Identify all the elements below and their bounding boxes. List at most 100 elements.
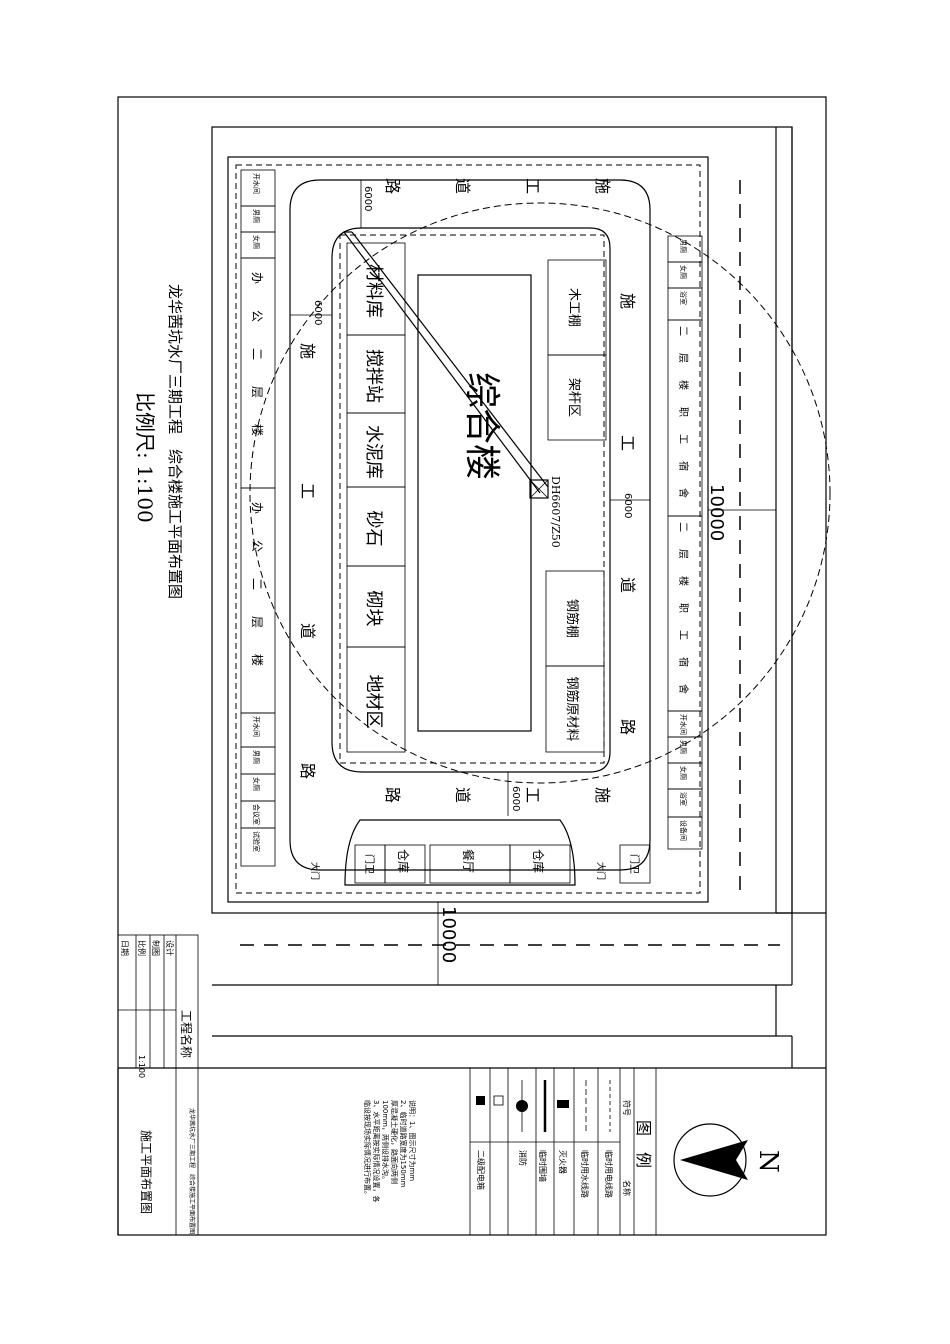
tb-scale-value: 1:100 xyxy=(137,1055,146,1078)
road-label-right: 道 xyxy=(618,577,637,593)
site-boundary xyxy=(211,126,793,914)
legend-item-label: 临时围墙 xyxy=(538,1150,548,1182)
building-label: 综合楼 xyxy=(461,372,502,480)
office-label: 楼 xyxy=(250,424,265,436)
dorm-label: 职 xyxy=(677,407,689,417)
site-fence xyxy=(227,156,709,903)
road-label-left: 工 xyxy=(298,483,317,499)
shop-room xyxy=(384,844,426,884)
sheet-frame xyxy=(117,96,827,1236)
dorm-label: 宿 xyxy=(677,657,690,667)
note-line: 说明：1、图示尺寸为mm xyxy=(408,1100,417,1181)
note-line: 2、临时道路宽度为150mm xyxy=(399,1100,408,1188)
dim-left-road: 6000 xyxy=(312,300,323,325)
road-label-top: 道 xyxy=(453,178,472,194)
drawing-title: 龙华茜坑水厂三期工程 综合楼施工平面布置图 xyxy=(166,284,184,599)
title-block: 工程名称 设计 制图 比例 日期 1:100 龙华茜坑水厂三期工程 综合楼施工平… xyxy=(117,934,199,1235)
note-line: 厚混凝土硬化，路面向两侧 xyxy=(390,1100,399,1184)
compass-label: N xyxy=(753,1150,783,1173)
room-label: 男厕 xyxy=(252,209,260,223)
note-line: 3、水平距离按实际情况设置，各 xyxy=(372,1100,381,1202)
dim-outer-right: 10000 xyxy=(706,484,727,541)
dorm-label: 工 xyxy=(677,630,688,640)
legend-item-label: 二级配电箱 xyxy=(476,1150,486,1190)
material-yard-label: 搅拌站 xyxy=(363,349,384,403)
tb-small-note: 龙华茜坑水厂三期工程 综合楼施工平面布置图 xyxy=(188,1108,196,1234)
gate-label-left: 大门 xyxy=(309,862,321,880)
legend-item-label: 临时用水线路 xyxy=(580,1150,590,1198)
dorm-label: 舍 xyxy=(677,488,690,498)
road-label-right: 路 xyxy=(618,719,637,735)
tb-row-date: 日期 xyxy=(120,940,129,956)
shop-room-label: 仓库 xyxy=(396,849,411,873)
road-label-top: 施 xyxy=(593,178,612,194)
tb-drawing-name: 施工平面布置图 xyxy=(139,1130,153,1214)
guard-room-right-label: 门卫 xyxy=(628,854,641,874)
material-yard-label: 钢筋原材料 xyxy=(564,677,580,742)
material-yard-label: 地材区 xyxy=(363,675,384,729)
fire-extinguisher-icon xyxy=(557,1100,569,1108)
road-label-left: 施 xyxy=(298,343,317,359)
building-outline xyxy=(417,274,532,732)
crane-radius-dim: 6000 xyxy=(362,186,373,211)
crane-radius-circle xyxy=(249,202,831,784)
material-yard xyxy=(346,646,406,753)
material-yard xyxy=(547,354,607,441)
dim-bottom-road: 6000 xyxy=(510,786,521,811)
tb-project-name: 工程名称 xyxy=(179,1010,194,1058)
material-yard-label: 架杆区 xyxy=(566,378,581,417)
road-label-left: 道 xyxy=(298,623,317,639)
legend-item-label: 消防 xyxy=(518,1150,528,1166)
gate-building xyxy=(344,819,576,886)
road-label-left: 路 xyxy=(298,763,317,779)
road-label-right: 施 xyxy=(618,293,637,309)
material-yard-label: 材料库 xyxy=(363,264,384,318)
room-label: 会议室 xyxy=(252,804,261,825)
guard-room-right xyxy=(619,844,651,884)
material-yard-label: 砂石 xyxy=(363,511,384,547)
room-label: 开水间 xyxy=(252,173,261,194)
material-yard xyxy=(545,665,605,753)
office-block xyxy=(240,257,276,489)
dim-right-road: 6000 xyxy=(622,493,633,518)
legend-title: 图 例 xyxy=(634,1120,653,1168)
gate-area: 门卫门卫仓库餐厅仓库大门大门 xyxy=(309,819,651,886)
room xyxy=(667,816,703,850)
room-label: 浴室 xyxy=(679,291,688,305)
road-label-top: 工 xyxy=(523,178,542,194)
dorm-block xyxy=(667,515,703,712)
room-label: 女厕 xyxy=(252,777,261,791)
legend-item-label: 灭火器 xyxy=(558,1150,567,1174)
office-label: 二 xyxy=(250,348,264,360)
shop-room-label: 餐厅 xyxy=(461,849,476,873)
legend-item-label: 临时用电线路 xyxy=(604,1150,614,1198)
notes-block: 说明：1、图示尺寸为mm2、临时道路宽度为150mm厚混凝土硬化，路面向两侧10… xyxy=(363,1100,417,1202)
room-label: 女厕 xyxy=(252,235,261,249)
secondary-box-icon xyxy=(476,1096,485,1105)
room-label: 男厕 xyxy=(679,740,687,754)
temp-power-line xyxy=(235,164,701,894)
road-label-bottom: 工 xyxy=(523,787,542,803)
dorm-label: 二 xyxy=(677,326,688,336)
room-label: 开水间 xyxy=(679,714,688,735)
ring-road-inner xyxy=(331,227,611,773)
office-label: 公 xyxy=(250,310,264,322)
office-label: 办 xyxy=(250,502,265,514)
inner-water-line xyxy=(339,234,605,764)
room-label: 浴室 xyxy=(679,792,688,806)
road-label-bottom: 施 xyxy=(593,787,612,803)
room-label: 女厕 xyxy=(679,766,688,780)
office-label: 层 xyxy=(250,616,264,628)
dorm-block xyxy=(667,319,703,517)
material-yard-label: 木工棚 xyxy=(566,288,581,327)
legend-col-name: 名称 xyxy=(622,1180,632,1196)
dim-outer-bottom: 10000 xyxy=(438,906,459,963)
office-block xyxy=(240,487,276,714)
dorm-label: 楼 xyxy=(677,576,690,586)
room-label: 男厕 xyxy=(679,239,687,253)
gate-label-right: 大门 xyxy=(595,862,607,880)
